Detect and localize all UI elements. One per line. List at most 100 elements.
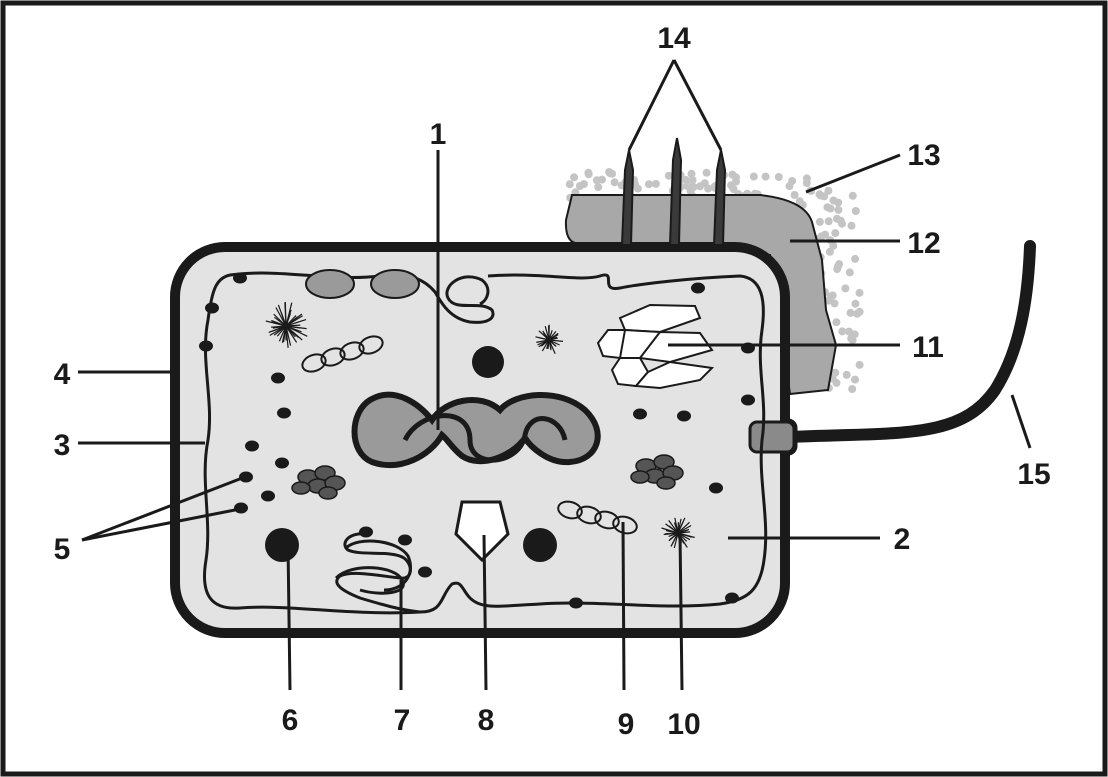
pentagon-inclusion — [454, 500, 510, 563]
slime-dot — [651, 179, 660, 188]
hexagonal-bundle — [596, 303, 715, 390]
label-4: 4 — [54, 358, 71, 391]
slime-dot — [826, 292, 835, 301]
slime-dot — [824, 217, 833, 226]
ribosome — [398, 534, 412, 546]
slime-dot — [848, 191, 857, 200]
slime-dot — [820, 192, 829, 201]
ribosome — [725, 592, 739, 604]
ribosome — [277, 407, 291, 419]
slime-dot — [851, 299, 860, 308]
slime-dot — [855, 288, 864, 297]
starburst-core — [282, 322, 290, 330]
slime-dot — [832, 214, 841, 223]
flagellum — [784, 240, 1036, 443]
slime-dot — [847, 221, 856, 230]
ribosome — [233, 272, 247, 284]
ribosome — [271, 372, 285, 384]
slime-dot — [584, 170, 593, 179]
slime-dot — [851, 375, 859, 384]
slime-dot — [834, 205, 843, 214]
label-9: 9 — [618, 708, 635, 741]
slime-dot — [610, 178, 619, 187]
label-14: 14 — [657, 22, 691, 55]
slime-dot — [817, 232, 826, 241]
starburst-inclusion — [265, 301, 308, 348]
slime-dot — [683, 182, 692, 191]
slime-dot — [702, 168, 711, 177]
inclusion-body — [472, 346, 504, 378]
slime-dot — [829, 241, 838, 250]
ribosome — [275, 457, 289, 469]
slime-dot — [835, 260, 844, 269]
ribosome — [741, 394, 755, 406]
slime-dot — [570, 173, 579, 182]
label-15: 15 — [1017, 458, 1050, 491]
label-2: 2 — [894, 523, 911, 556]
label-5: 5 — [54, 533, 71, 566]
ribosome — [569, 597, 583, 609]
label-10: 10 — [667, 708, 700, 741]
inclusion-body — [265, 528, 299, 562]
label-3: 3 — [54, 429, 71, 462]
slime-dot — [681, 176, 690, 184]
slime-dot — [826, 204, 835, 213]
inclusion-granule — [370, 269, 420, 299]
inclusion-granule — [305, 269, 355, 299]
slime-dot — [580, 180, 588, 189]
slime-dot — [774, 173, 783, 181]
starburst-inclusion — [661, 517, 695, 549]
slime-dot — [664, 171, 673, 180]
plasmid — [557, 500, 638, 535]
ribosome — [261, 490, 275, 502]
slime-dot — [688, 176, 697, 184]
plasma-membrane — [203, 271, 768, 615]
slime-dot — [785, 182, 794, 191]
ribosome — [633, 408, 647, 420]
label-8: 8 — [478, 704, 495, 737]
slime-dot — [830, 299, 839, 308]
label-7: 7 — [394, 704, 411, 737]
nucleoid — [351, 391, 601, 469]
slime-dot — [687, 169, 696, 178]
ribosome — [418, 566, 432, 578]
flagellum-hook-front — [748, 420, 796, 454]
granule-cluster — [630, 454, 684, 490]
ribosome — [677, 410, 691, 422]
slime-dot — [851, 207, 860, 215]
slime-dot — [598, 175, 606, 184]
slime-dot — [727, 181, 736, 190]
ribosome — [359, 526, 373, 538]
slime-dot — [834, 198, 843, 207]
label-1: 1 — [430, 118, 447, 151]
slime-dot — [644, 180, 653, 189]
slime-dot — [689, 183, 698, 192]
slime-dot — [790, 191, 799, 199]
label-11: 11 — [912, 331, 944, 364]
slime-dot — [749, 172, 758, 181]
ribosome — [691, 282, 705, 294]
slime-dot — [831, 229, 840, 238]
starburst-ray — [284, 302, 287, 327]
plasmid — [301, 335, 384, 373]
slime-dot — [824, 186, 833, 195]
starburst-inclusion — [535, 324, 564, 354]
label-13: 13 — [907, 139, 940, 172]
slime-dot — [846, 308, 855, 317]
slime-dot — [855, 307, 864, 316]
starburst-core — [545, 336, 553, 344]
slime-dot — [825, 247, 834, 256]
inclusion-body — [523, 528, 557, 562]
slime-dot — [815, 217, 824, 226]
slime-dot — [795, 197, 804, 206]
slime-dot — [842, 370, 851, 379]
slime-dot — [855, 360, 864, 369]
label-12: 12 — [907, 227, 940, 260]
starburst-ray — [285, 325, 308, 337]
slime-dot — [848, 336, 857, 345]
granule-cluster — [291, 465, 346, 500]
slime-dot — [848, 385, 857, 393]
label-6: 6 — [282, 704, 299, 737]
slime-dot — [594, 183, 603, 192]
